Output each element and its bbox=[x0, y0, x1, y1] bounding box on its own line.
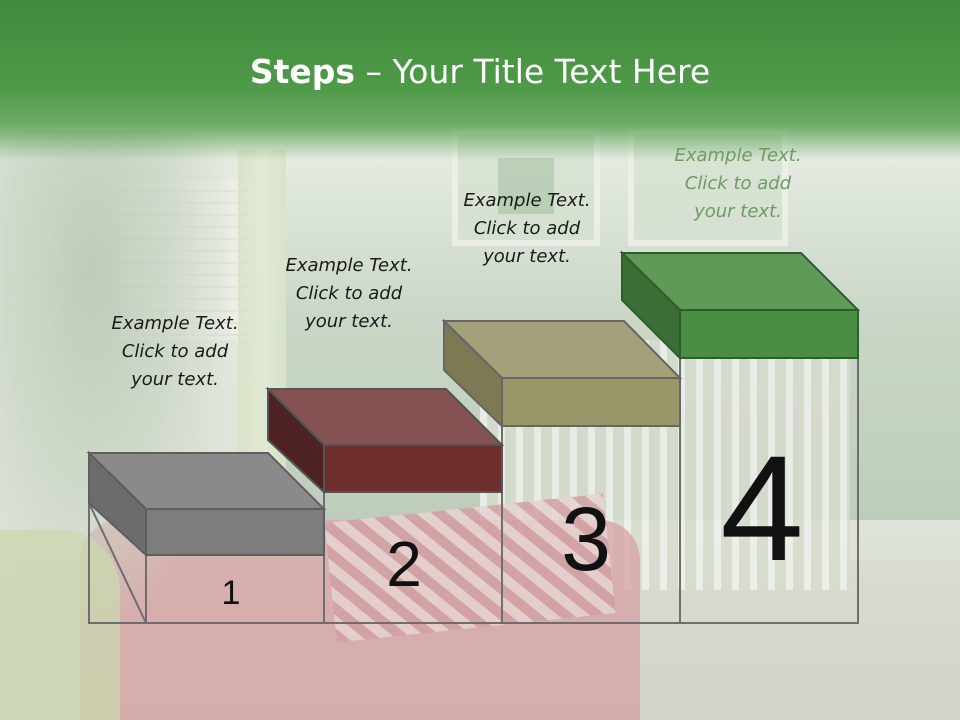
step-3-block bbox=[441, 318, 683, 429]
step-1-text-line: Example Text. bbox=[111, 313, 239, 334]
step-3-text-line: Click to add bbox=[473, 218, 581, 239]
step-1-front bbox=[145, 508, 325, 556]
step-1-text-line: Click to add bbox=[121, 341, 229, 362]
step-1-diag bbox=[88, 502, 147, 624]
step-1-block bbox=[86, 450, 327, 558]
step-3-text[interactable]: Example Text. Click to add your text. bbox=[437, 187, 617, 271]
step-2-text-line: Example Text. bbox=[285, 255, 413, 276]
step-4-text-line: Example Text. bbox=[674, 145, 802, 166]
title-bold: Steps bbox=[249, 52, 356, 91]
title-band bbox=[0, 0, 960, 160]
step-3-number[interactable]: 3 bbox=[561, 490, 611, 590]
step-4-block bbox=[619, 250, 861, 361]
step-4-text-line: Click to add bbox=[684, 173, 792, 194]
step-4-outline bbox=[679, 310, 859, 624]
slide-title[interactable]: Steps – Your Title Text Here bbox=[0, 52, 960, 91]
step-4-text[interactable]: Example Text. Click to add your text. bbox=[648, 142, 828, 226]
step-1-number[interactable]: 1 bbox=[222, 574, 241, 612]
step-2-front bbox=[323, 444, 503, 493]
step-4-front bbox=[679, 309, 859, 359]
step-2-number[interactable]: 2 bbox=[386, 528, 422, 600]
step-2-block bbox=[265, 386, 505, 495]
step-2-text-line: your text. bbox=[305, 311, 393, 332]
step-4-text-line: your text. bbox=[694, 201, 782, 222]
title-rest: – Your Title Text Here bbox=[355, 52, 711, 91]
step-2-text[interactable]: Example Text. Click to add your text. bbox=[259, 252, 439, 336]
step-2-text-line: Click to add bbox=[295, 283, 403, 304]
step-1-text-line: your text. bbox=[131, 369, 219, 390]
background-cushion bbox=[0, 530, 120, 720]
step-3-text-line: Example Text. bbox=[463, 190, 591, 211]
step-3-text-line: your text. bbox=[483, 246, 571, 267]
step-4-number[interactable]: 4 bbox=[720, 424, 803, 592]
step-1-text[interactable]: Example Text. Click to add your text. bbox=[85, 310, 265, 394]
step-3-front bbox=[501, 377, 681, 427]
